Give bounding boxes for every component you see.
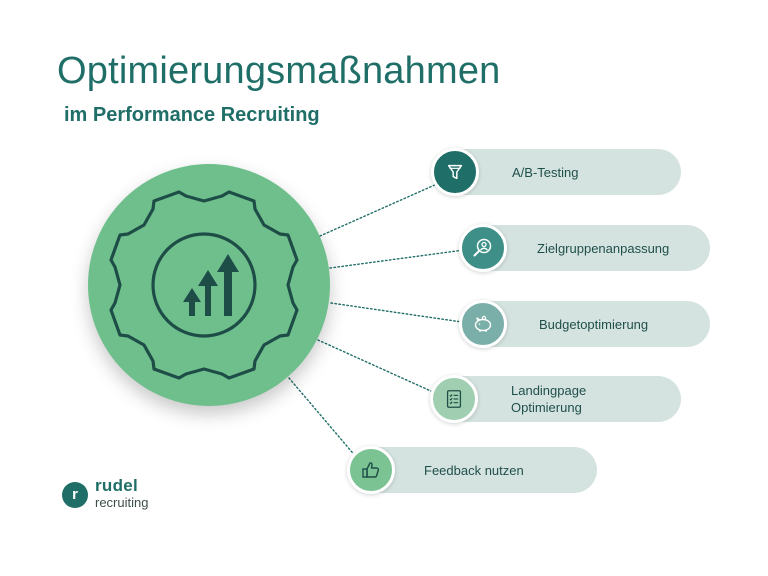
item-label: Budgetoptimierung bbox=[539, 316, 649, 332]
logo-tagline: recruiting bbox=[95, 495, 149, 510]
person-search-icon bbox=[459, 224, 507, 272]
gear-growth-arrows-icon bbox=[109, 190, 299, 380]
connector-line-3 bbox=[330, 302, 463, 323]
item-label: Feedback nutzen bbox=[424, 462, 524, 478]
growth-arrow-small bbox=[183, 288, 201, 316]
piggy-bank-icon bbox=[459, 300, 507, 348]
central-hub-circle bbox=[88, 164, 330, 406]
inner-ring bbox=[151, 232, 257, 338]
page-title: Optimierungsmaßnahmen bbox=[57, 50, 501, 92]
brand-logo: r rudel recruiting bbox=[62, 476, 182, 514]
page-subtitle: im Performance Recruiting bbox=[64, 104, 320, 126]
connector-line-1 bbox=[319, 183, 438, 237]
connector-line-2 bbox=[329, 249, 465, 269]
funnel-icon bbox=[431, 148, 479, 196]
item-label: Landingpage Optimierung bbox=[511, 383, 587, 415]
checklist-document-icon bbox=[430, 375, 478, 423]
logo-wordmark: rudel bbox=[95, 476, 139, 495]
thumbs-up-icon bbox=[347, 446, 395, 494]
item-label: Zielgruppenanpassung bbox=[537, 240, 670, 256]
item-label: A/B-Testing bbox=[512, 164, 579, 180]
growth-arrow-medium bbox=[198, 270, 218, 316]
connector-line-5 bbox=[288, 377, 358, 459]
connector-line-4 bbox=[317, 339, 434, 393]
gear-outline bbox=[109, 190, 299, 380]
growth-arrow-large bbox=[217, 254, 239, 316]
logo-mark-icon: r bbox=[62, 482, 88, 508]
